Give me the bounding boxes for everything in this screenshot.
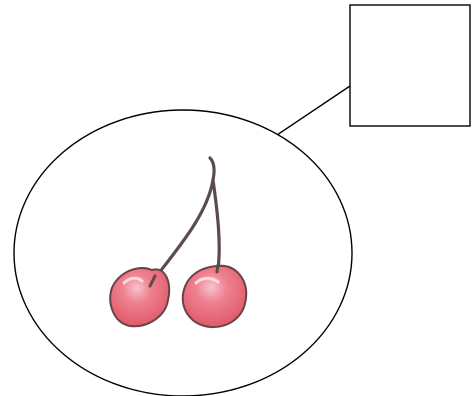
cherry-right-icon <box>183 266 246 327</box>
callout-connector-line <box>277 86 350 135</box>
illustration-ellipse <box>14 110 352 396</box>
callout-box <box>350 5 470 126</box>
